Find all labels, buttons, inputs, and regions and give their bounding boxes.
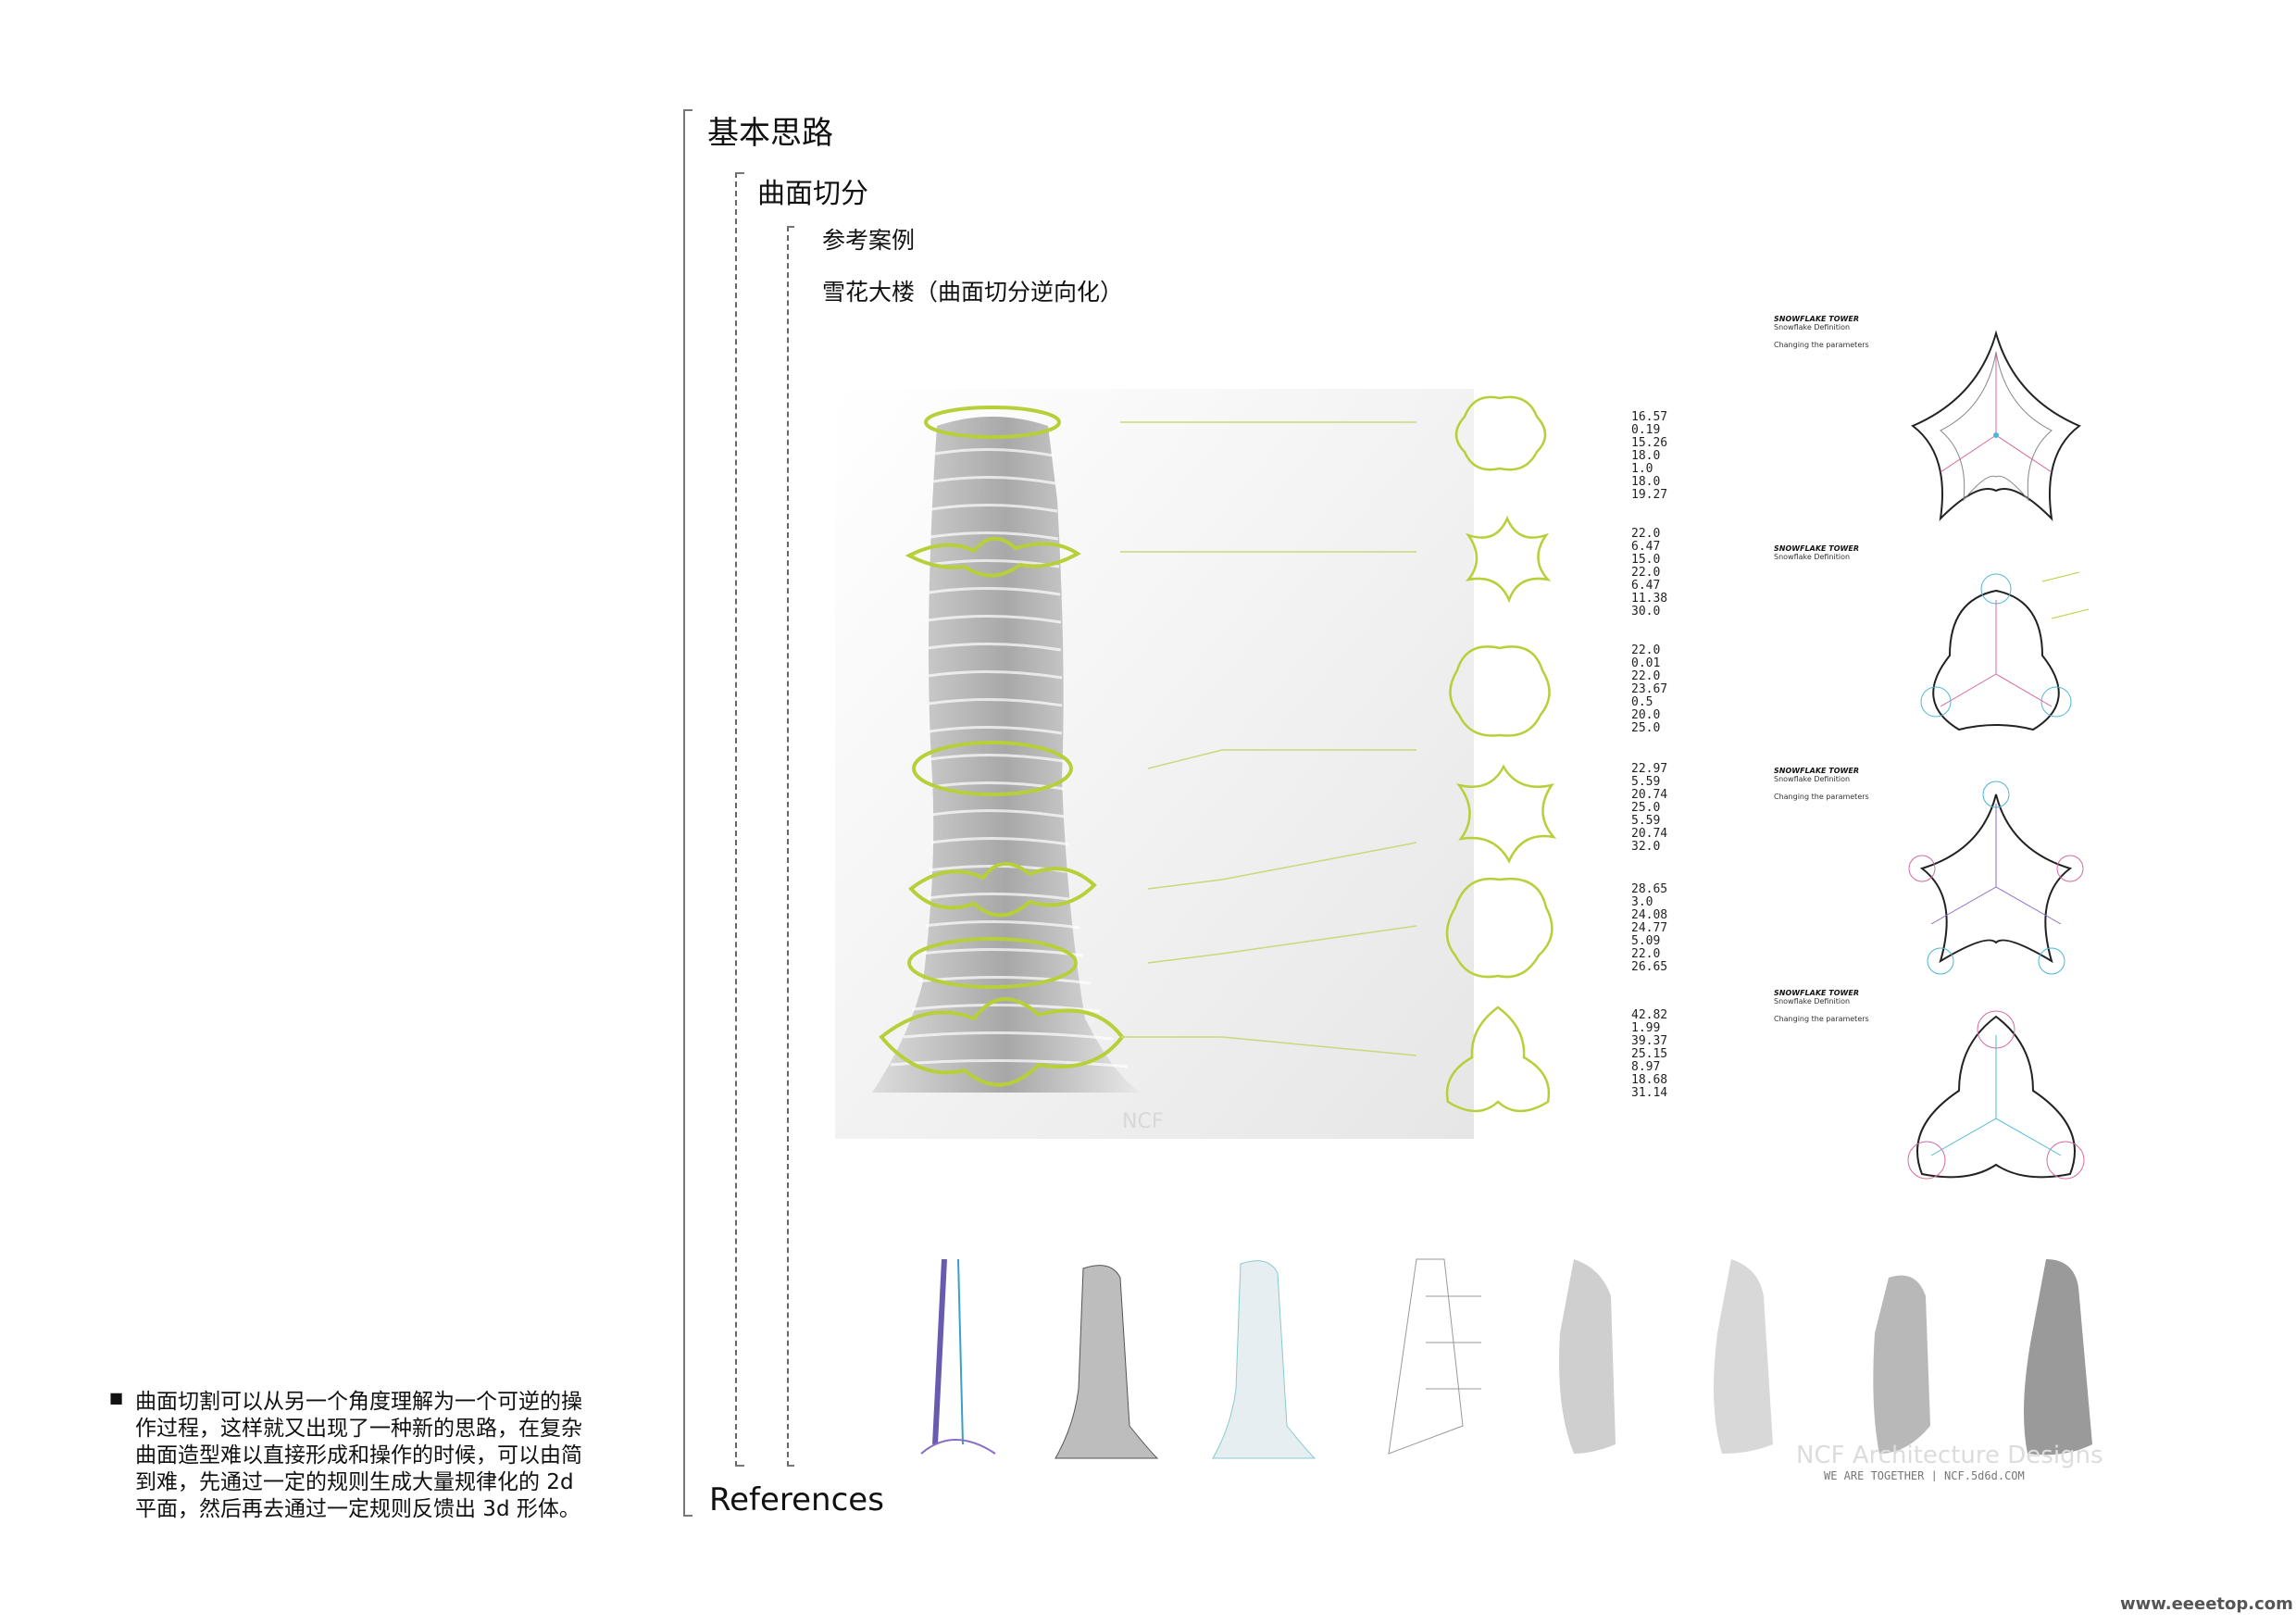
parameter-group-5: 28.65 3.0 24.08 24.77 5.09 22.0 26.65 [1631, 883, 1667, 974]
panel-title: SNOWFLAKE TOWER [1774, 989, 1859, 997]
bullet-line-4: 到难，先通过一定的规则生成大量规律化的 2d [135, 1470, 574, 1494]
panel-subtitle: Snowflake Definition [1774, 775, 1851, 783]
site-url: www.eeeetop.com [2120, 1594, 2293, 1614]
snowflake-diagram-2 [1920, 571, 2090, 731]
panel-subtitle: Snowflake Definition [1774, 553, 1851, 561]
param-value: 18.68 [1631, 1073, 1668, 1087]
param-value: 16.57 [1631, 410, 1668, 424]
param-value: 5.59 [1631, 775, 1661, 789]
panel-subtitle: Snowflake Definition [1774, 997, 1851, 1006]
param-value: 39.37 [1631, 1034, 1668, 1048]
param-value: 18.0 [1631, 449, 1661, 463]
level1-title: 基本思路 [707, 115, 833, 152]
snowflake-diagram-3 [1908, 781, 2084, 975]
outline-tick-level2-bottom [735, 1465, 744, 1467]
level2-title: 曲面切分 [757, 178, 868, 210]
strip-tagline: WE ARE TOGETHER | NCF.5d6d.COM [1824, 1469, 2025, 1481]
outline-tick-level2-top [735, 172, 744, 174]
tower-render-panel: NCF [835, 389, 1474, 1139]
outline-rule-level3 [787, 226, 789, 1467]
render-watermark: NCF [1122, 1110, 1163, 1133]
param-value: 5.09 [1631, 934, 1661, 948]
param-value: 28.65 [1631, 882, 1668, 896]
param-value: 6.47 [1631, 579, 1661, 593]
param-value: 8.97 [1631, 1060, 1661, 1074]
param-value: 0.19 [1631, 423, 1661, 437]
level3-title: 参考案例 [822, 227, 916, 254]
param-value: 25.0 [1631, 801, 1661, 815]
param-value: 23.67 [1631, 682, 1668, 696]
parameter-group-2: 22.0 6.47 15.0 22.0 6.47 11.38 30.0 [1631, 528, 1667, 618]
param-value: 22.0 [1631, 947, 1661, 961]
bullet-paragraph: 曲面切割可以从另一个角度理解为一个可逆的操 作过程，这样就又出现了一种新的思路，… [135, 1389, 617, 1523]
param-value: 25.15 [1631, 1047, 1668, 1061]
param-value: 26.65 [1631, 960, 1668, 974]
param-value: 42.82 [1631, 1008, 1668, 1022]
section-profiles [1120, 395, 1557, 1113]
snowflake-tower-render: NCF [835, 389, 1474, 1139]
definition-panel-1: SNOWFLAKE TOWER Snowflake Definition Cha… [1774, 315, 2126, 543]
bullet-line-5: 平面，然后再去通过一定规则反馈出 3d 形体。 [135, 1497, 580, 1521]
param-value: 1.0 [1631, 462, 1653, 476]
param-value: 18.0 [1631, 475, 1661, 489]
panel-title: SNOWFLAKE TOWER [1774, 544, 1859, 553]
param-value: 22.0 [1631, 643, 1661, 657]
param-value: 32.0 [1631, 840, 1661, 854]
definition-panel-3: SNOWFLAKE TOWER Snowflake Definition Cha… [1774, 767, 2126, 989]
outline-rule-level1 [683, 109, 685, 1517]
param-value: 0.5 [1631, 695, 1653, 709]
param-value: 5.59 [1631, 814, 1661, 828]
param-value: 6.47 [1631, 540, 1661, 554]
param-value: 0.01 [1631, 656, 1661, 670]
param-value: 31.14 [1631, 1086, 1668, 1100]
panel-note: Changing the parameters [1774, 341, 1869, 349]
definition-panel-4: SNOWFLAKE TOWER Snowflake Definition Cha… [1774, 989, 2126, 1220]
param-value: 15.26 [1631, 436, 1668, 450]
definition-panel-2: SNOWFLAKE TOWER Snowflake Definition [1774, 544, 2126, 767]
param-value: 20.74 [1631, 827, 1668, 841]
param-value: 22.97 [1631, 762, 1668, 776]
param-value: 15.0 [1631, 553, 1661, 567]
outline-rule-level2 [735, 172, 737, 1467]
outline-tick-level3-bottom [787, 1465, 794, 1467]
parameter-group-1: 16.57 0.19 15.26 18.0 1.0 18.0 19.27 [1631, 411, 1667, 502]
panel-note: Changing the parameters [1774, 793, 1869, 801]
strip-logo: NCF Architecture Designs [1796, 1442, 2103, 1469]
case-title: 雪花大楼（曲面切分逆向化） [822, 279, 1124, 306]
outline-tick-level1-top [683, 109, 693, 111]
panel-note: Changing the parameters [1774, 1015, 1869, 1023]
param-value: 22.0 [1631, 669, 1661, 683]
param-value: 25.0 [1631, 721, 1661, 735]
bullet-marker: ■ [109, 1389, 124, 1406]
thumb-structural [920, 1258, 996, 1455]
param-value: 22.0 [1631, 566, 1661, 580]
snowflake-diagram-4 [1907, 1010, 2085, 1180]
param-value: 11.38 [1631, 592, 1668, 606]
param-value: 3.0 [1631, 895, 1653, 909]
param-value: 20.74 [1631, 788, 1668, 802]
param-value: 1.99 [1631, 1021, 1661, 1035]
bullet-line-2: 作过程，这样就又出现了一种新的思路，在复杂 [135, 1417, 582, 1441]
param-value: 24.77 [1631, 921, 1668, 935]
reference-strip: NCF Architecture Designs WE ARE TOGETHER… [870, 1241, 2185, 1482]
footer-title: References [709, 1481, 884, 1518]
param-value: 30.0 [1631, 605, 1661, 618]
panel-subtitle: Snowflake Definition [1774, 323, 1851, 331]
parameter-group-3: 22.0 0.01 22.0 23.67 0.5 20.0 25.0 [1631, 644, 1667, 735]
parameter-group-4: 22.97 5.59 20.74 25.0 5.59 20.74 32.0 [1631, 763, 1667, 854]
bullet-line-3: 曲面造型难以直接形成和操作的时候，可以由简 [135, 1443, 582, 1468]
outline-tick-level3-top [787, 226, 794, 228]
snowflake-diagram-1 [1911, 330, 2081, 521]
panel-title: SNOWFLAKE TOWER [1774, 315, 1859, 323]
param-value: 24.08 [1631, 908, 1668, 922]
panel-title: SNOWFLAKE TOWER [1774, 767, 1859, 775]
outline-tick-level1-bottom [683, 1515, 693, 1517]
parameter-group-6: 42.82 1.99 39.37 25.15 8.97 18.68 31.14 [1631, 1009, 1667, 1100]
param-value: 19.27 [1631, 488, 1668, 502]
tower-variant-strip: NCF Architecture Designs WE ARE TOGETHER… [920, 1258, 2103, 1482]
param-value: 22.0 [1631, 527, 1661, 541]
param-value: 20.0 [1631, 708, 1661, 722]
bullet-line-1: 曲面切割可以从另一个角度理解为一个可逆的操 [135, 1390, 582, 1414]
